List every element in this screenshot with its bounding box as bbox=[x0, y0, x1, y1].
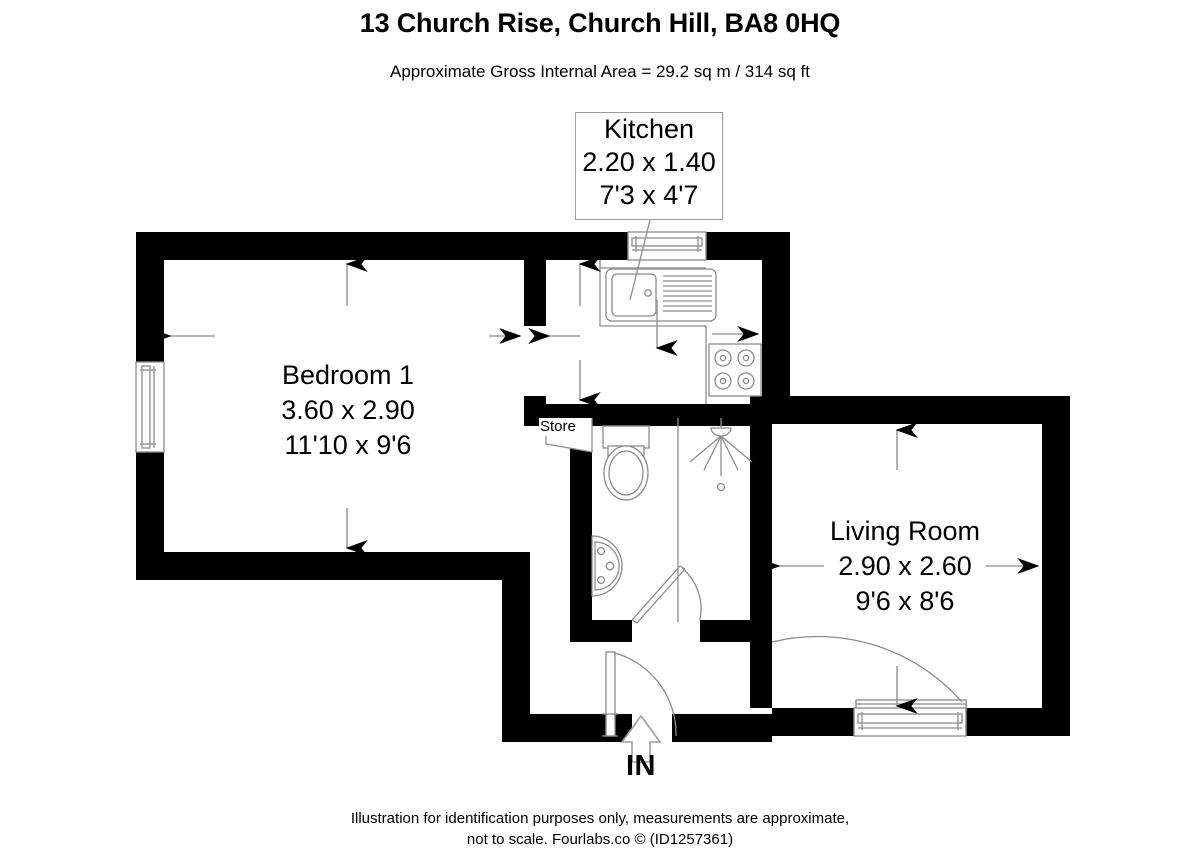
disclaimer-footer: Illustration for identification purposes… bbox=[0, 808, 1200, 850]
kitchen-metric-dimensions: 2.20 x 1.40 bbox=[582, 147, 716, 177]
gross-internal-area-text: Approximate Gross Internal Area = 29.2 s… bbox=[389, 62, 811, 81]
store-label: Store bbox=[539, 418, 577, 436]
living-room-name: Living Room bbox=[829, 516, 981, 546]
wall-bathroom-bottom-left bbox=[570, 620, 632, 642]
wall-living-right bbox=[1042, 396, 1070, 736]
bathroom-door-icon bbox=[631, 565, 702, 624]
toilet-icon bbox=[602, 425, 650, 501]
wall-group bbox=[136, 232, 1070, 742]
living-room-label: Living Room 2.90 x 2.60 9'6 x 8'6 bbox=[740, 514, 1070, 619]
wall-bedroom-bottom bbox=[136, 552, 530, 580]
wall-living-bottom-left bbox=[772, 708, 854, 736]
fixtures-group bbox=[135, 231, 967, 737]
entrance-arrow-icon bbox=[620, 714, 662, 763]
wall-bathroom-bottom-right bbox=[700, 620, 772, 642]
kitchen-hob-icon bbox=[708, 343, 762, 397]
living-room-door-icon bbox=[771, 635, 967, 711]
living-room-metric-dimensions: 2.90 x 2.60 bbox=[838, 551, 972, 581]
page-title: 13 Church Rise, Church Hill, BA8 0HQ bbox=[359, 8, 841, 38]
disclaimer-line-2: not to scale. Fourlabs.co © (ID1257361) bbox=[466, 831, 734, 848]
wash-basin-icon bbox=[591, 535, 623, 597]
wall-bedroom-hall-stub bbox=[524, 260, 546, 326]
bedroom-window-icon bbox=[135, 361, 165, 453]
living-room-imperial-dimensions: 9'6 x 8'6 bbox=[855, 586, 955, 616]
front-door-icon bbox=[602, 651, 677, 737]
bedroom1-imperial-dimensions: 11'10 x 9'6 bbox=[284, 430, 412, 460]
wall-hall-bottom-right bbox=[672, 714, 772, 742]
entrance-label: IN bbox=[626, 750, 656, 782]
kitchen-callout-box: Kitchen 2.20 x 1.40 7'3 x 4'7 bbox=[575, 112, 723, 220]
kitchen-window-icon bbox=[627, 231, 707, 261]
kitchen-imperial-dimensions: 7'3 x 4'7 bbox=[599, 180, 699, 210]
dimension-arrows-group bbox=[149, 256, 1040, 714]
wall-bathroom-right bbox=[750, 404, 772, 642]
kitchen-room-name: Kitchen bbox=[603, 114, 695, 144]
wall-top-left bbox=[136, 232, 656, 260]
disclaimer-line-1: Illustration for identification purposes… bbox=[350, 810, 850, 827]
wall-kitchen-right bbox=[762, 232, 790, 404]
bedroom1-label: Bedroom 1 3.60 x 2.90 11'10 x 9'6 bbox=[183, 358, 513, 463]
wall-living-bottom-right bbox=[966, 708, 1070, 736]
wall-living-left-lower bbox=[750, 642, 772, 708]
wall-bathroom-left bbox=[570, 404, 592, 642]
living-room-window-icon bbox=[853, 707, 967, 737]
kitchen-worktop bbox=[599, 260, 707, 404]
wall-hall-left bbox=[502, 552, 530, 742]
bedroom1-metric-dimensions: 3.60 x 2.90 bbox=[281, 395, 415, 425]
shower-head-icon bbox=[689, 418, 753, 492]
bedroom1-room-name: Bedroom 1 bbox=[281, 360, 415, 390]
wall-left-upper bbox=[136, 232, 164, 362]
wall-living-top bbox=[750, 396, 1070, 424]
kitchen-sink-icon bbox=[605, 268, 717, 322]
kitchen-callout-leader bbox=[629, 219, 651, 301]
